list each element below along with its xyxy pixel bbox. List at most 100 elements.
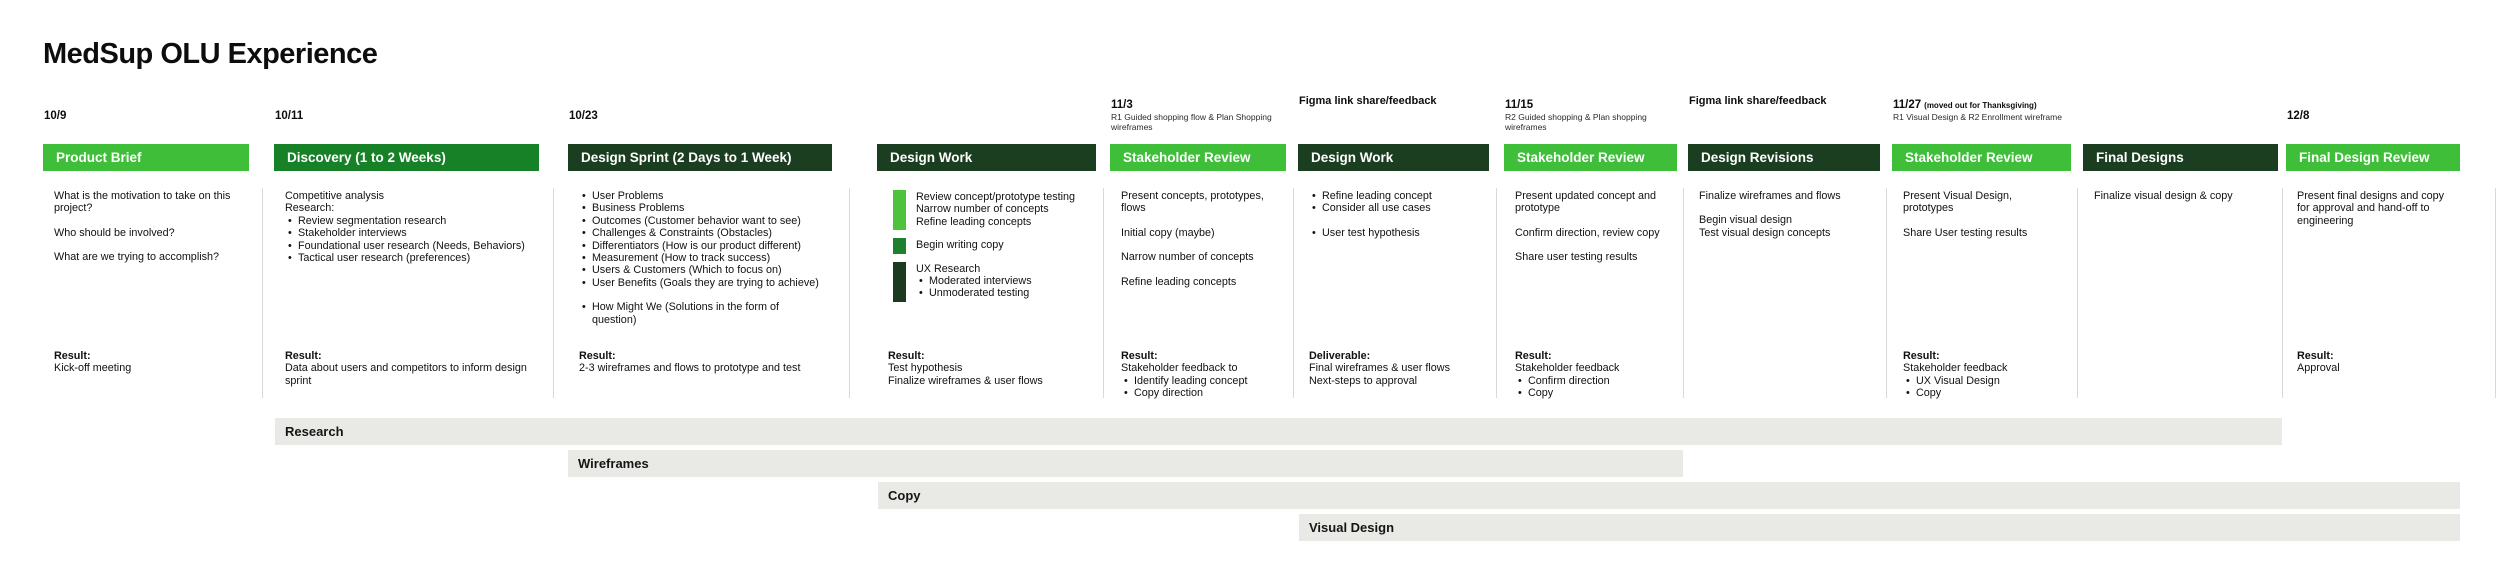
paragraph-line: Begin visual design: [1699, 214, 1793, 227]
result-label: Result:: [1121, 350, 1158, 362]
column-subtitle: R2 Guided shopping & Plan shopping: [1505, 112, 1647, 122]
bullet-item: Challenges & Constraints (Obstacles): [579, 227, 826, 240]
column-divider: [1293, 188, 1294, 398]
result-block: Result:2-3 wireframes and flows to proto…: [579, 350, 826, 375]
bullet-item: Moderated interviews: [916, 275, 1032, 288]
phase-bar-research: Research: [275, 418, 2282, 445]
phase-header: Final Designs: [2083, 144, 2278, 171]
column-annotation: 11/27(moved out for Thanksgiving)R1 Visu…: [1893, 95, 2062, 123]
bullet-list: Review segmentation researchStakeholder …: [285, 215, 533, 265]
column-divider: [1683, 188, 1684, 398]
phase-header: Final Design Review: [2286, 144, 2460, 171]
result-line: Approval: [2297, 362, 2340, 375]
bullet-item: Measurement (How to track success): [579, 252, 826, 265]
bullet-item: Copy: [1903, 387, 2065, 400]
result-line: Finalize wireframes & user flows: [888, 374, 1043, 387]
phase-bar-copy: Copy: [878, 482, 2460, 509]
column-divider: [2077, 188, 2078, 398]
phase-header: Stakeholder Review: [1892, 144, 2071, 171]
bullet-list: Refine leading conceptConsider all use c…: [1309, 190, 1483, 215]
column-date: 11/15: [1505, 99, 1534, 111]
result-block: Result:Stakeholder feedbackUX Visual Des…: [1903, 350, 2065, 400]
paragraph-line: Research:: [285, 202, 335, 215]
column-divider: [1103, 188, 1104, 398]
bullet-item: User Benefits (Goals they are trying to …: [579, 277, 826, 290]
figma-share-label: Figma link share/feedback: [1689, 95, 1827, 107]
phase-header: Product Brief: [43, 144, 249, 171]
column-divider: [1886, 188, 1887, 398]
column-divider: [2495, 188, 2496, 398]
phase-bar-label: Wireframes: [578, 456, 649, 471]
annotation-date-row: 11/27(moved out for Thanksgiving): [1893, 95, 2062, 113]
column-body: Refine leading conceptConsider all use c…: [1309, 190, 1483, 251]
paragraph-line: Refine leading concepts: [1121, 275, 1237, 288]
paragraph: Initial copy (maybe): [1121, 227, 1280, 239]
result-label: Result:: [579, 350, 616, 362]
paragraph: Finalize wireframes and flows: [1699, 190, 1874, 202]
result-label: Result:: [54, 350, 91, 362]
paragraph-line: Who should be involved?: [54, 226, 175, 239]
bullet-item: Stakeholder interviews: [285, 227, 533, 240]
paragraph: Who should be involved?: [54, 227, 243, 239]
column-annotation: 12/8: [2287, 106, 2309, 124]
result-line: 2-3 wireframes and flows to prototype an…: [579, 362, 801, 375]
paragraph: Present final designs and copy for appro…: [2297, 190, 2454, 227]
chip-line: Refine leading concepts: [916, 215, 1032, 228]
bullet-item: Users & Customers (Which to focus on): [579, 264, 826, 277]
result-line: Stakeholder feedback to: [1121, 362, 1238, 375]
paragraph-line: Present concepts, prototypes, flows: [1121, 190, 1264, 215]
result-label: Result:: [1903, 350, 1940, 362]
chip-line: Narrow number of concepts: [916, 203, 1049, 216]
paragraph-line: Share user testing results: [1515, 251, 1638, 264]
phase-bar-visual-design: Visual Design: [1299, 514, 2460, 541]
result-label: Result:: [285, 350, 322, 362]
paragraph-line: Finalize wireframes and flows: [1699, 190, 1841, 202]
chip-line: Review concept/prototype testing: [916, 191, 1076, 203]
column-divider: [1496, 188, 1497, 398]
paragraph: Confirm direction, review copy: [1515, 227, 1671, 239]
column-date: 10/23: [569, 110, 598, 122]
annotation-date-row: 10/23: [569, 106, 598, 124]
paragraph: What is the motivation to take on this p…: [54, 190, 243, 215]
phase-header: Design Sprint (2 Days to 1 Week): [568, 144, 832, 171]
paragraph: Share user testing results: [1515, 251, 1671, 263]
column-body: User ProblemsBusiness ProblemsOutcomes (…: [579, 190, 826, 338]
result-label: Result:: [2297, 350, 2334, 362]
bullet-item: Consider all use cases: [1309, 202, 1483, 215]
paragraph-line: What are we trying to accomplish?: [54, 251, 220, 264]
column-annotation: Figma link share/feedback: [1299, 95, 1437, 107]
column-body: Present final designs and copy for appro…: [2297, 190, 2454, 239]
phase-header: Design Revisions: [1688, 144, 1880, 171]
column-date: 10/11: [275, 110, 304, 122]
paragraph-line: Finalize visual design & copy: [2094, 190, 2233, 202]
column-body: Finalize visual design & copy: [2094, 190, 2272, 214]
paragraph: Present updated concept and prototype: [1515, 190, 1671, 215]
paragraph: What are we trying to accomplish?: [54, 251, 243, 263]
bullet-item: Copy direction: [1121, 387, 1280, 400]
paragraph: Narrow number of concepts: [1121, 251, 1280, 263]
phase-header: Stakeholder Review: [1110, 144, 1286, 171]
phase-header: Stakeholder Review: [1504, 144, 1677, 171]
color-chip-medium: [893, 238, 906, 254]
result-line: Stakeholder feedback: [1515, 362, 1620, 375]
chip-text: UX ResearchModerated interviewsUnmoderat…: [916, 262, 1032, 302]
color-chip-dark: [893, 261, 906, 302]
phase-header: Design Work: [877, 144, 1096, 171]
result-block: Result:Stakeholder feedback toIdentify l…: [1121, 350, 1280, 400]
column-annotation: 10/9: [44, 106, 66, 124]
result-line: Next-steps to approval: [1309, 374, 1418, 387]
paragraph: Present Visual Design, prototypes: [1903, 190, 2065, 215]
bullet-list: How Might We (Solutions in the form of q…: [579, 301, 826, 326]
result-block: Result:Stakeholder feedbackConfirm direc…: [1515, 350, 1671, 400]
result-label: Deliverable:: [1309, 350, 1371, 362]
column-divider: [849, 188, 850, 398]
